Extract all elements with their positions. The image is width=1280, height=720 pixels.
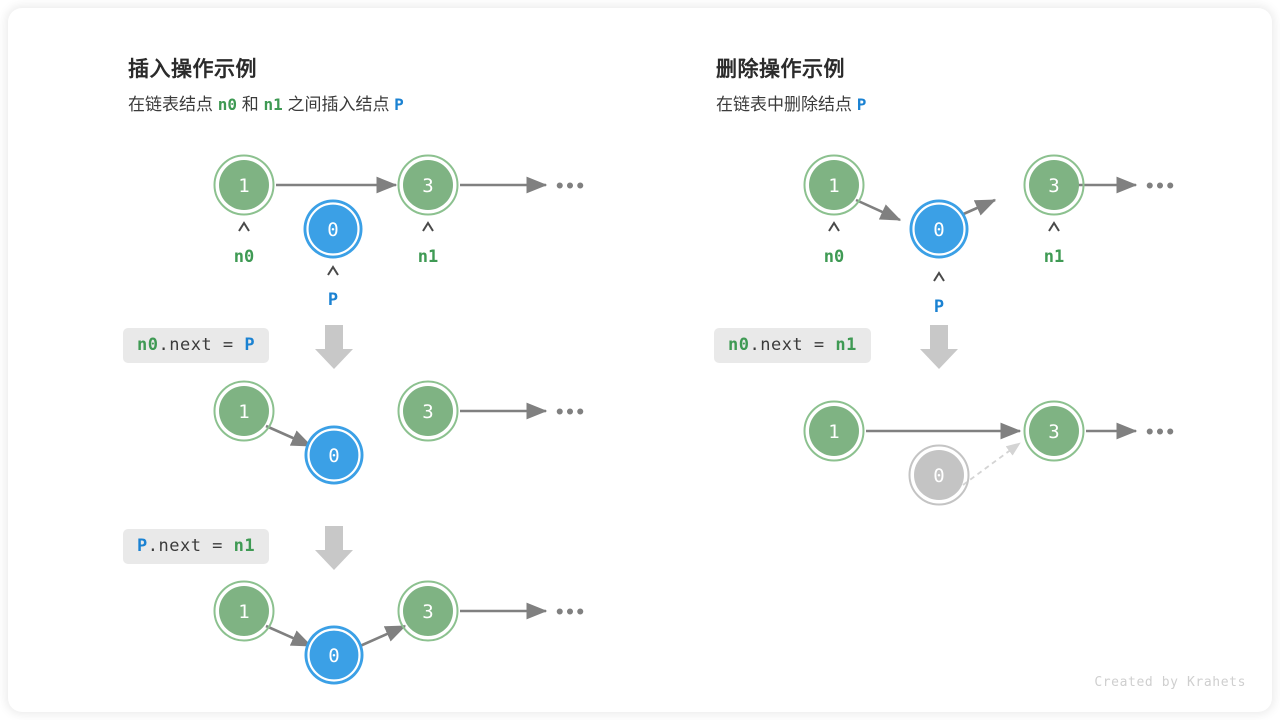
caret-icon-n0 [238, 221, 250, 232]
subtitle-text-0: 在链表结点 [128, 95, 218, 114]
subtitle-text-2: 之间插入结点 [282, 95, 395, 114]
subtitle-token-p: P [856, 95, 867, 114]
node-p: 0 [304, 425, 364, 485]
insert-step-0-diagram: 1 0 3 ••• n0 n1 P [213, 154, 586, 310]
pointer-label-p: P [934, 297, 944, 317]
down-arrow-icon-remove-1 [920, 325, 958, 369]
node-n1: 3 [397, 154, 459, 216]
remove-step-0-diagram: 1 0 3 ••• n0 n1 P [803, 154, 1176, 317]
node-n1: 3 [397, 380, 459, 442]
node-p-value: 0 [933, 219, 944, 241]
tail-ellipsis: ••• [555, 603, 586, 623]
subtitle-text-1: 和 [237, 95, 264, 114]
panel-remove: 删除操作示例 在链表中删除结点 P 1 0 [608, 8, 1272, 712]
link-n0-to-p [265, 424, 313, 448]
subtitle-token-n1: n1 [263, 95, 283, 114]
code-token-n1: n1 [233, 536, 256, 556]
node-n0: 1 [213, 154, 275, 216]
node-n0-value: 1 [238, 401, 249, 423]
node-n0-value: 1 [828, 421, 839, 443]
code-token-p: P [137, 536, 148, 556]
pointer-label-n1: n1 [418, 247, 438, 267]
panel-insert-subtitle: 在链表结点 n0 和 n1 之间插入结点 P [128, 90, 404, 115]
pointer-label-n0: n0 [824, 247, 844, 267]
subtitle-text-0: 在链表中删除结点 [716, 95, 857, 114]
node-n0-value: 1 [238, 601, 249, 623]
node-n0: 1 [803, 400, 865, 462]
code-token-n0: n0 [137, 335, 159, 355]
node-n0: 1 [803, 154, 865, 216]
down-arrow-icon-insert-1 [315, 325, 353, 369]
node-p-value: 0 [328, 445, 339, 467]
node-n1-value: 3 [422, 401, 433, 423]
caret-icon-p [327, 265, 339, 276]
subtitle-token-p: P [394, 95, 404, 114]
node-n0-value: 1 [828, 175, 839, 197]
insert-step-2-diagram: 1 0 3 ••• [213, 580, 586, 685]
code-box-insert-2: P.next = n1 [123, 529, 270, 564]
code-token-p: P [244, 335, 256, 355]
link-n0-to-p [265, 624, 313, 648]
diagram-card: 插入操作示例 在链表结点 n0 和 n1 之间插入结点 P 1 [8, 8, 1272, 712]
node-n1-value: 3 [1048, 175, 1059, 197]
watermark: Created by Krahets [1094, 675, 1246, 690]
caret-icon-n1 [1048, 221, 1060, 232]
caret-icon-n1 [422, 221, 434, 232]
code-token-n0: n0 [728, 335, 750, 355]
pointer-label-p: P [328, 290, 338, 310]
node-p: 0 [303, 199, 363, 259]
tail-ellipsis: ••• [1145, 423, 1176, 443]
node-p-value: 0 [327, 219, 338, 241]
code-token-n1: n1 [835, 335, 857, 355]
panel-insert-title: 插入操作示例 [128, 58, 257, 81]
code-token-next: .next = [749, 335, 836, 355]
node-n1-value: 3 [1048, 421, 1059, 443]
code-token-next: .next = [147, 536, 234, 556]
node-n1-value: 3 [422, 175, 433, 197]
link-p-to-n1 [359, 624, 407, 648]
tail-ellipsis: ••• [555, 403, 586, 423]
node-n0: 1 [213, 580, 275, 642]
caret-icon-p [933, 271, 945, 282]
tail-ellipsis: ••• [1145, 177, 1176, 197]
remove-step-1-diagram: 1 0 3 ••• [803, 400, 1176, 506]
node-p-value: 0 [933, 465, 944, 487]
node-n1: 3 [397, 580, 459, 642]
subtitle-token-n0: n0 [217, 95, 237, 114]
panel-remove-title: 删除操作示例 [716, 58, 845, 81]
node-n0: 1 [213, 380, 275, 442]
code-box-remove-1: n0.next = n1 [714, 328, 871, 363]
link-n0-to-p [855, 198, 902, 222]
code-token-next: .next = [158, 335, 245, 355]
node-n1: 3 [1023, 154, 1085, 216]
node-n1-value: 3 [422, 601, 433, 623]
node-p-value: 0 [328, 645, 339, 667]
panel-remove-subtitle: 在链表中删除结点 P [716, 90, 866, 115]
pointer-label-n1: n1 [1044, 247, 1064, 267]
pointer-label-n0: n0 [234, 247, 254, 267]
tail-ellipsis: ••• [555, 177, 586, 197]
link-stale-p-to-n1 [962, 442, 1021, 486]
node-p-deleted: 0 [908, 444, 970, 506]
node-p: 0 [909, 199, 969, 259]
code-box-insert-1: n0.next = P [123, 328, 270, 363]
insert-step-1-diagram: 1 0 3 ••• [213, 380, 586, 485]
caret-icon-n0 [828, 221, 840, 232]
node-p: 0 [304, 625, 364, 685]
node-n1: 3 [1023, 400, 1085, 462]
node-n0-value: 1 [238, 175, 249, 197]
down-arrow-icon-insert-2 [315, 526, 353, 570]
panel-insert: 插入操作示例 在链表结点 n0 和 n1 之间插入结点 P 1 [8, 8, 608, 712]
